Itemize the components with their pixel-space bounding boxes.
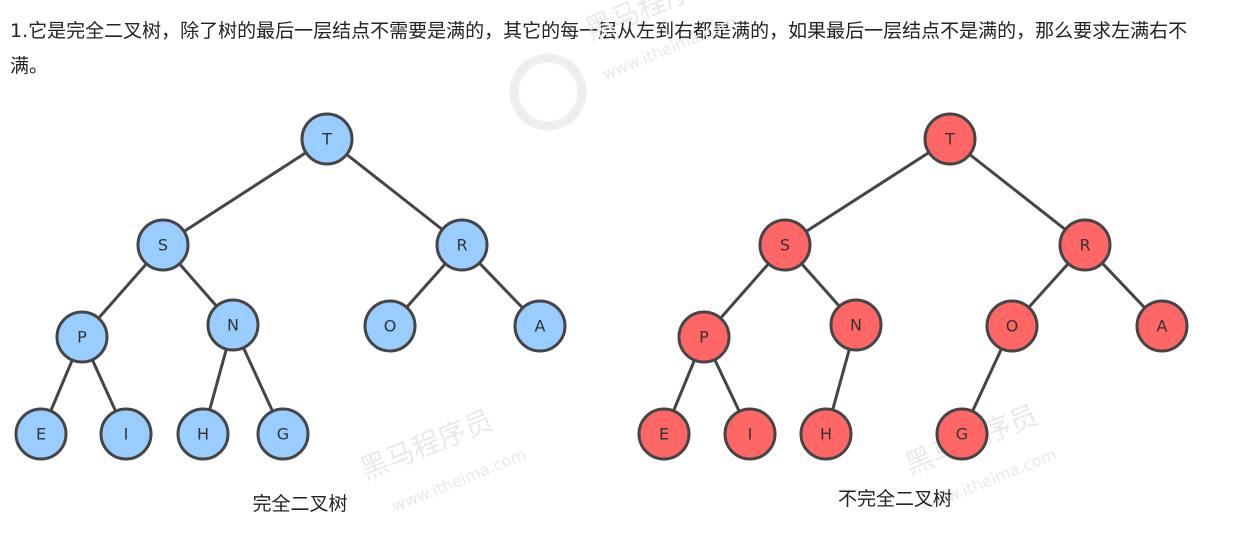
incomplete-node-circle (677, 310, 731, 364)
complete-node-label: I (124, 425, 129, 444)
incomplete-node-circle (985, 299, 1039, 353)
incomplete-node-label: O (1006, 317, 1019, 336)
incomplete-node-circle (923, 112, 977, 166)
incomplete-node-G: G (935, 407, 989, 461)
complete-edge-T-R (326, 137, 463, 247)
incomplete-node-E: E (637, 407, 691, 461)
incomplete-node-label: A (1157, 317, 1168, 336)
incomplete-node-S: S (758, 218, 812, 272)
intro-paragraph: 1.它是完全二叉树，除了树的最后一层结点不需要是满的，其它的每一层从左到右都是满… (10, 20, 1188, 77)
incomplete-tree-caption: 不完全二叉树 (838, 488, 952, 510)
complete-tree-caption: 完全二叉树 (252, 493, 347, 515)
complete-node-label: P (77, 328, 87, 347)
incomplete-node-label: R (1079, 236, 1090, 255)
complete-node-circle (435, 218, 489, 272)
complete-node-circle (14, 407, 68, 461)
complete-node-P: P (55, 310, 109, 364)
complete-node-circle (136, 218, 190, 272)
incomplete-node-circle (1135, 299, 1189, 353)
incomplete-node-circle (829, 298, 883, 352)
complete-node-N: N (206, 298, 260, 352)
complete-node-E: E (14, 407, 68, 461)
complete-node-O: O (363, 299, 417, 353)
complete-node-A: A (513, 299, 567, 353)
complete-node-label: G (277, 425, 289, 444)
incomplete-node-label: H (820, 425, 832, 444)
complete-node-circle (206, 298, 260, 352)
incomplete-node-O: O (985, 299, 1039, 353)
complete-node-circle (176, 407, 230, 461)
incomplete-node-N: N (829, 298, 883, 352)
incomplete-edge-T-S (784, 137, 951, 247)
incomplete-node-R: R (1058, 218, 1112, 272)
complete-node-label: S (158, 236, 168, 255)
edges-layer (39, 137, 1164, 435)
incomplete-node-P: P (677, 310, 731, 364)
incomplete-node-label: G (956, 425, 968, 444)
complete-node-circle (55, 310, 109, 364)
incomplete-node-label: T (944, 130, 955, 149)
incomplete-node-label: S (780, 236, 790, 255)
incomplete-node-label: I (748, 425, 753, 444)
nodes-layer: T S R P N O A E I H G T S R P N O A E I H G (14, 112, 1189, 461)
complete-node-label: O (384, 317, 397, 336)
complete-node-label: R (456, 236, 467, 255)
incomplete-node-circle (637, 407, 691, 461)
incomplete-node-I: I (723, 407, 777, 461)
incomplete-node-circle (1058, 218, 1112, 272)
incomplete-node-circle (799, 407, 853, 461)
complete-node-label: E (36, 425, 46, 444)
incomplete-edge-T-R (949, 137, 1086, 247)
complete-node-I: I (99, 407, 153, 461)
complete-node-circle (99, 407, 153, 461)
complete-node-label: A (535, 317, 546, 336)
complete-node-T: T (300, 112, 354, 166)
complete-node-label: H (197, 425, 209, 444)
watermark-logo-icon (509, 53, 587, 131)
complete-node-label: T (321, 130, 332, 149)
incomplete-node-circle (723, 407, 777, 461)
incomplete-node-label: N (850, 316, 862, 335)
incomplete-node-H: H (799, 407, 853, 461)
incomplete-node-A: A (1135, 299, 1189, 353)
complete-node-H: H (176, 407, 230, 461)
complete-node-label: N (227, 316, 239, 335)
complete-node-circle (256, 407, 310, 461)
complete-node-S: S (136, 218, 190, 272)
captions-layer: 完全二叉树 不完全二叉树 (252, 488, 952, 515)
incomplete-node-circle (935, 407, 989, 461)
incomplete-node-circle (758, 218, 812, 272)
incomplete-node-label: E (659, 425, 669, 444)
complete-node-R: R (435, 218, 489, 272)
complete-edge-T-S (162, 137, 328, 247)
complete-node-G: G (256, 407, 310, 461)
incomplete-node-T: T (923, 112, 977, 166)
complete-node-circle (300, 112, 354, 166)
complete-node-circle (513, 299, 567, 353)
incomplete-node-label: P (699, 328, 709, 347)
complete-node-circle (363, 299, 417, 353)
